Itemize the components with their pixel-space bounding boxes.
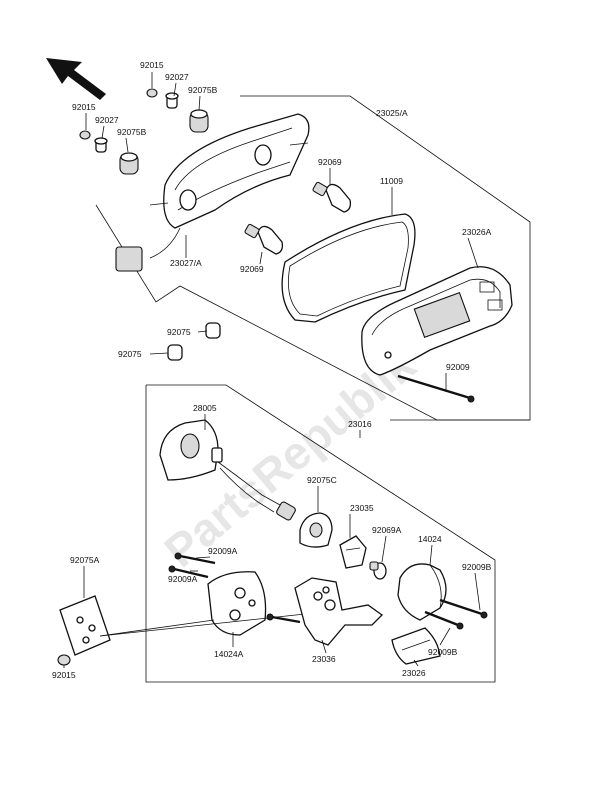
grommet-92075b-b (119, 152, 139, 175)
screw-92009b-b (424, 610, 464, 630)
collar-92027-b (94, 137, 108, 153)
label-23036: 23036 (312, 654, 336, 664)
direction-arrow-icon (46, 58, 106, 100)
screw-23036 (266, 613, 301, 624)
label-28005: 28005 (193, 403, 217, 413)
label-14024a: 14024A (214, 649, 244, 659)
label-92015-c: 92015 (52, 670, 76, 680)
collar-92027-a (165, 92, 179, 109)
bulb-92069-b (244, 223, 284, 255)
housing-14024a (207, 571, 267, 636)
label-92075-b: 92075 (118, 349, 142, 359)
leader-lines (63, 72, 481, 668)
label-92075a: 92075A (70, 555, 100, 565)
label-92009a-a: 92009A (208, 546, 238, 556)
label-92069-a: 92069 (318, 157, 342, 167)
label-23035: 23035 (350, 503, 374, 513)
part-labels: 92015 92027 92075B 92015 92027 92075B 23… (52, 60, 492, 680)
label-23026a: 23026A (462, 227, 492, 237)
socket-92075c (299, 512, 333, 548)
label-92075c: 92075C (307, 475, 337, 485)
reflector-14024 (397, 563, 447, 621)
bracket-23036 (294, 577, 384, 646)
gasket-11009 (281, 213, 416, 323)
label-92009: 92009 (446, 362, 470, 372)
label-92027-b: 92027 (95, 115, 119, 125)
label-92015-a: 92015 (140, 60, 164, 70)
label-92075b-b: 92075B (117, 127, 147, 137)
label-92075-a: 92075 (167, 327, 191, 337)
grommet-92075-a (205, 322, 221, 339)
label-92075b-a: 92075B (188, 85, 218, 95)
grommet-92075b-a (189, 109, 209, 133)
screw-92009b-a (439, 598, 488, 619)
label-92009b-b: 92009B (428, 647, 458, 657)
lower-group-outline (145, 384, 496, 683)
label-92027-a: 92027 (165, 72, 189, 82)
nut-92015-a (146, 88, 158, 98)
plate-92075a (59, 595, 111, 656)
grommet-92075-b (167, 344, 183, 361)
socket-23035 (339, 535, 367, 569)
label-92069-b: 92069 (240, 264, 264, 274)
nut-92015-c (57, 654, 71, 666)
label-23016: 23016 (348, 419, 372, 429)
screw-92009 (397, 374, 475, 403)
screw-92009a-b (168, 565, 209, 579)
bulb-92069a (369, 561, 387, 580)
socket-28005 (159, 419, 296, 521)
label-11009: 11009 (380, 176, 403, 186)
nut-92015-b (79, 130, 91, 140)
label-14024: 14024 (418, 534, 442, 544)
lens-23026a (361, 266, 513, 376)
bulb-92069-a (312, 181, 352, 213)
screw-92009a-a (174, 552, 216, 565)
label-92015-b: 92015 (72, 102, 96, 112)
lens-23026 (391, 627, 441, 665)
tail-lamp-housing-23027a (115, 113, 310, 272)
label-23025a: 23025/A (376, 108, 408, 118)
label-23026: 23026 (402, 668, 426, 678)
label-92069a: 92069A (372, 525, 402, 535)
label-92009a-b: 92009A (168, 574, 198, 584)
label-92009b-a: 92009B (462, 562, 492, 572)
label-23027a: 23027/A (170, 258, 202, 268)
